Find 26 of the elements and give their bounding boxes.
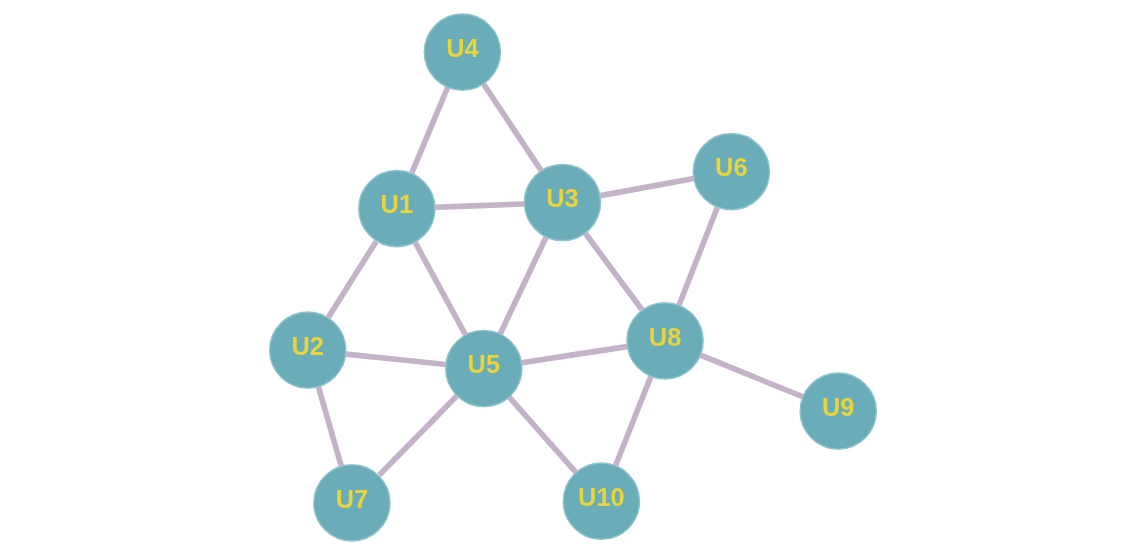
connector xyxy=(434,201,524,211)
connector xyxy=(675,206,720,307)
connector xyxy=(520,343,627,366)
connector xyxy=(612,375,654,467)
connector xyxy=(345,351,446,368)
node-circle: U3 xyxy=(523,163,601,242)
connector xyxy=(480,82,544,173)
connector xyxy=(582,231,644,312)
node-circle: U9 xyxy=(798,372,877,450)
node-circle: U2 xyxy=(268,311,347,389)
node-circle: U8 xyxy=(625,302,704,380)
connector xyxy=(497,236,549,335)
connector xyxy=(325,239,379,319)
connector xyxy=(506,395,578,475)
connector xyxy=(412,240,468,336)
node-circle: U4 xyxy=(423,13,501,91)
connector xyxy=(315,386,344,468)
node-circle: U7 xyxy=(312,464,391,542)
node-circle: U6 xyxy=(692,132,770,211)
node-circle: U5 xyxy=(444,329,523,408)
connector xyxy=(698,352,804,400)
node-circle: U1 xyxy=(357,169,436,248)
connector xyxy=(376,393,459,477)
connector xyxy=(408,86,450,175)
connector xyxy=(599,175,694,199)
node-circle: U10 xyxy=(562,462,640,540)
